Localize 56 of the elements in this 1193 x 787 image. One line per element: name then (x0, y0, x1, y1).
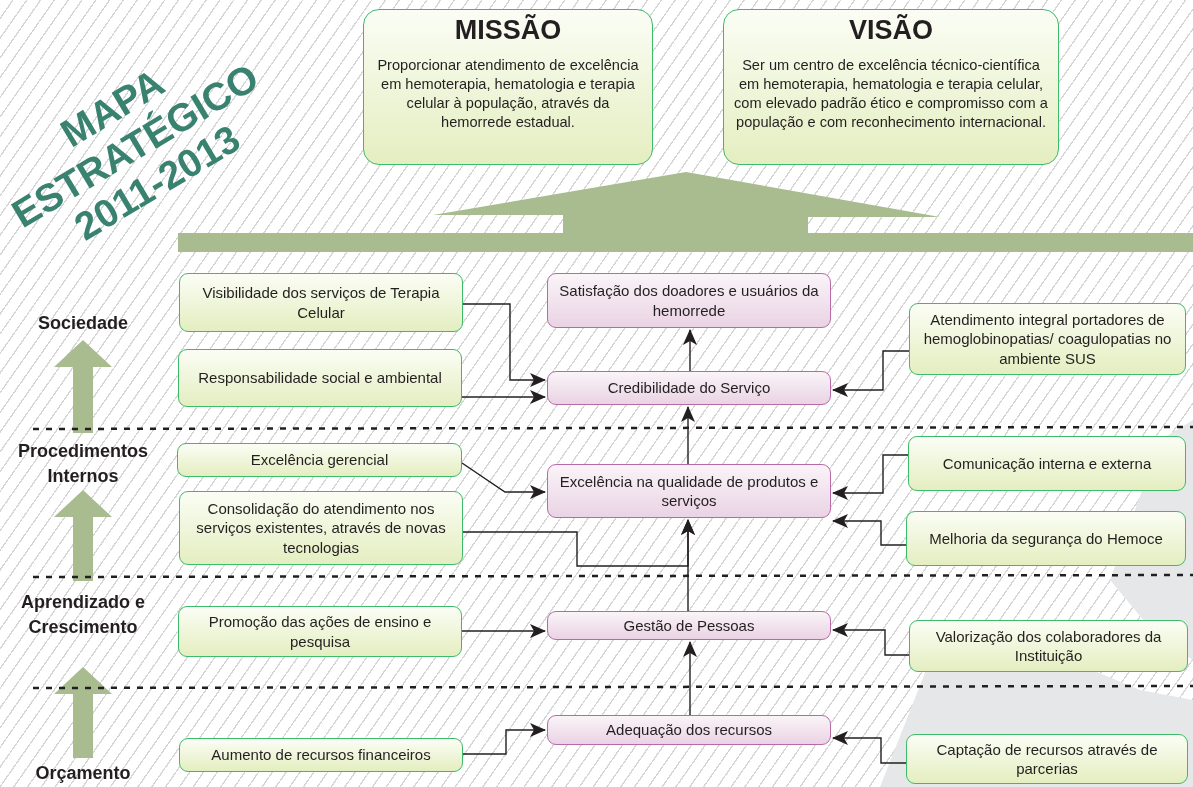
objective-box (547, 715, 831, 745)
strategy-box (178, 349, 462, 407)
connector-arrow (461, 624, 546, 638)
box-text: Proporcionar atendimento de excelência em hemoterapia, hematologia e terapia celular à população, através da hemorrede estadual. (376, 55, 640, 132)
strategy-box (179, 491, 463, 565)
box-text: Comunicação interna e externa (942, 453, 1152, 474)
box-text: Satisfação dos doadores e usuários da hemorrede (558, 281, 820, 320)
strategy-box (179, 273, 463, 332)
box-text: Atendimento integral portadores de hemoglobinopatias/ coagulopatias no ambiente SUS (922, 309, 1173, 369)
connector-arrow (462, 303, 546, 387)
strategy-box (178, 606, 462, 657)
strategy-box (906, 734, 1188, 784)
connector-arrow (832, 514, 907, 546)
box-text: Excelência gerencial (250, 450, 389, 470)
connector-arrow (461, 390, 546, 404)
perspective-label: Sociedade (36, 312, 129, 335)
strategy-box (179, 738, 463, 772)
box-text: Gestão de Pessoas (623, 615, 755, 636)
connector-arrow (832, 623, 910, 656)
objective-box (547, 273, 831, 328)
box-text: Excelência na qualidade de produtos e serviços (558, 471, 820, 511)
box-text: Visibilidade dos serviços de Terapia Celular (201, 283, 441, 322)
box-text: Captação de recursos através de parcerias (935, 739, 1159, 779)
box-text: Valorização dos colaboradores da Instituição (934, 626, 1163, 666)
perspective-label: Procedimentos Internos (16, 440, 149, 489)
connector-arrow (681, 406, 695, 465)
box-text: Responsabilidade social e ambiental (198, 368, 442, 388)
card-heading: MISSÃO (454, 16, 562, 46)
box-text: Promoção das ações de ensino e pesquisa (207, 612, 433, 651)
connector-arrow (681, 519, 695, 612)
connector-arrow (683, 329, 697, 372)
box-text: Aumento de recursos financeiros (211, 745, 431, 765)
strategy-box (906, 511, 1186, 566)
box-text: Adequação dos recursos (606, 720, 772, 740)
objective-box (547, 371, 831, 405)
connector-arrow (832, 454, 909, 500)
box-text: Melhoria da segurança do Hemoce (929, 528, 1163, 549)
perspective-label: Aprendizado e Crescimento (20, 591, 146, 640)
box-text: Ser um centro de excelência técnico-científica em hemoterapia, hematologia e terapia celular, com elevado padrão ético e compromisso com a população e com reconhecimento internacional. (734, 55, 1048, 132)
strategy-box (909, 303, 1186, 375)
strategy-box (909, 620, 1188, 672)
connector-arrow (461, 462, 546, 499)
objective-box (547, 611, 831, 640)
box-text: Credibilidade do Serviço (607, 378, 771, 398)
connector-arrow (683, 641, 697, 716)
strategy-box (908, 436, 1186, 491)
connector-arrow (832, 731, 907, 764)
connector-arrow (832, 350, 910, 397)
box-text: Consolidação do atendimento nos serviços existentes, através de novas tecnologias (195, 498, 447, 558)
perspective-label: Orçamento (34, 762, 132, 785)
statement-card (723, 9, 1059, 165)
strategy-box (177, 443, 462, 477)
connector-arrow (462, 723, 546, 755)
statement-card (363, 9, 653, 165)
card-heading: VISÃO (849, 16, 933, 46)
objective-box (547, 464, 831, 518)
